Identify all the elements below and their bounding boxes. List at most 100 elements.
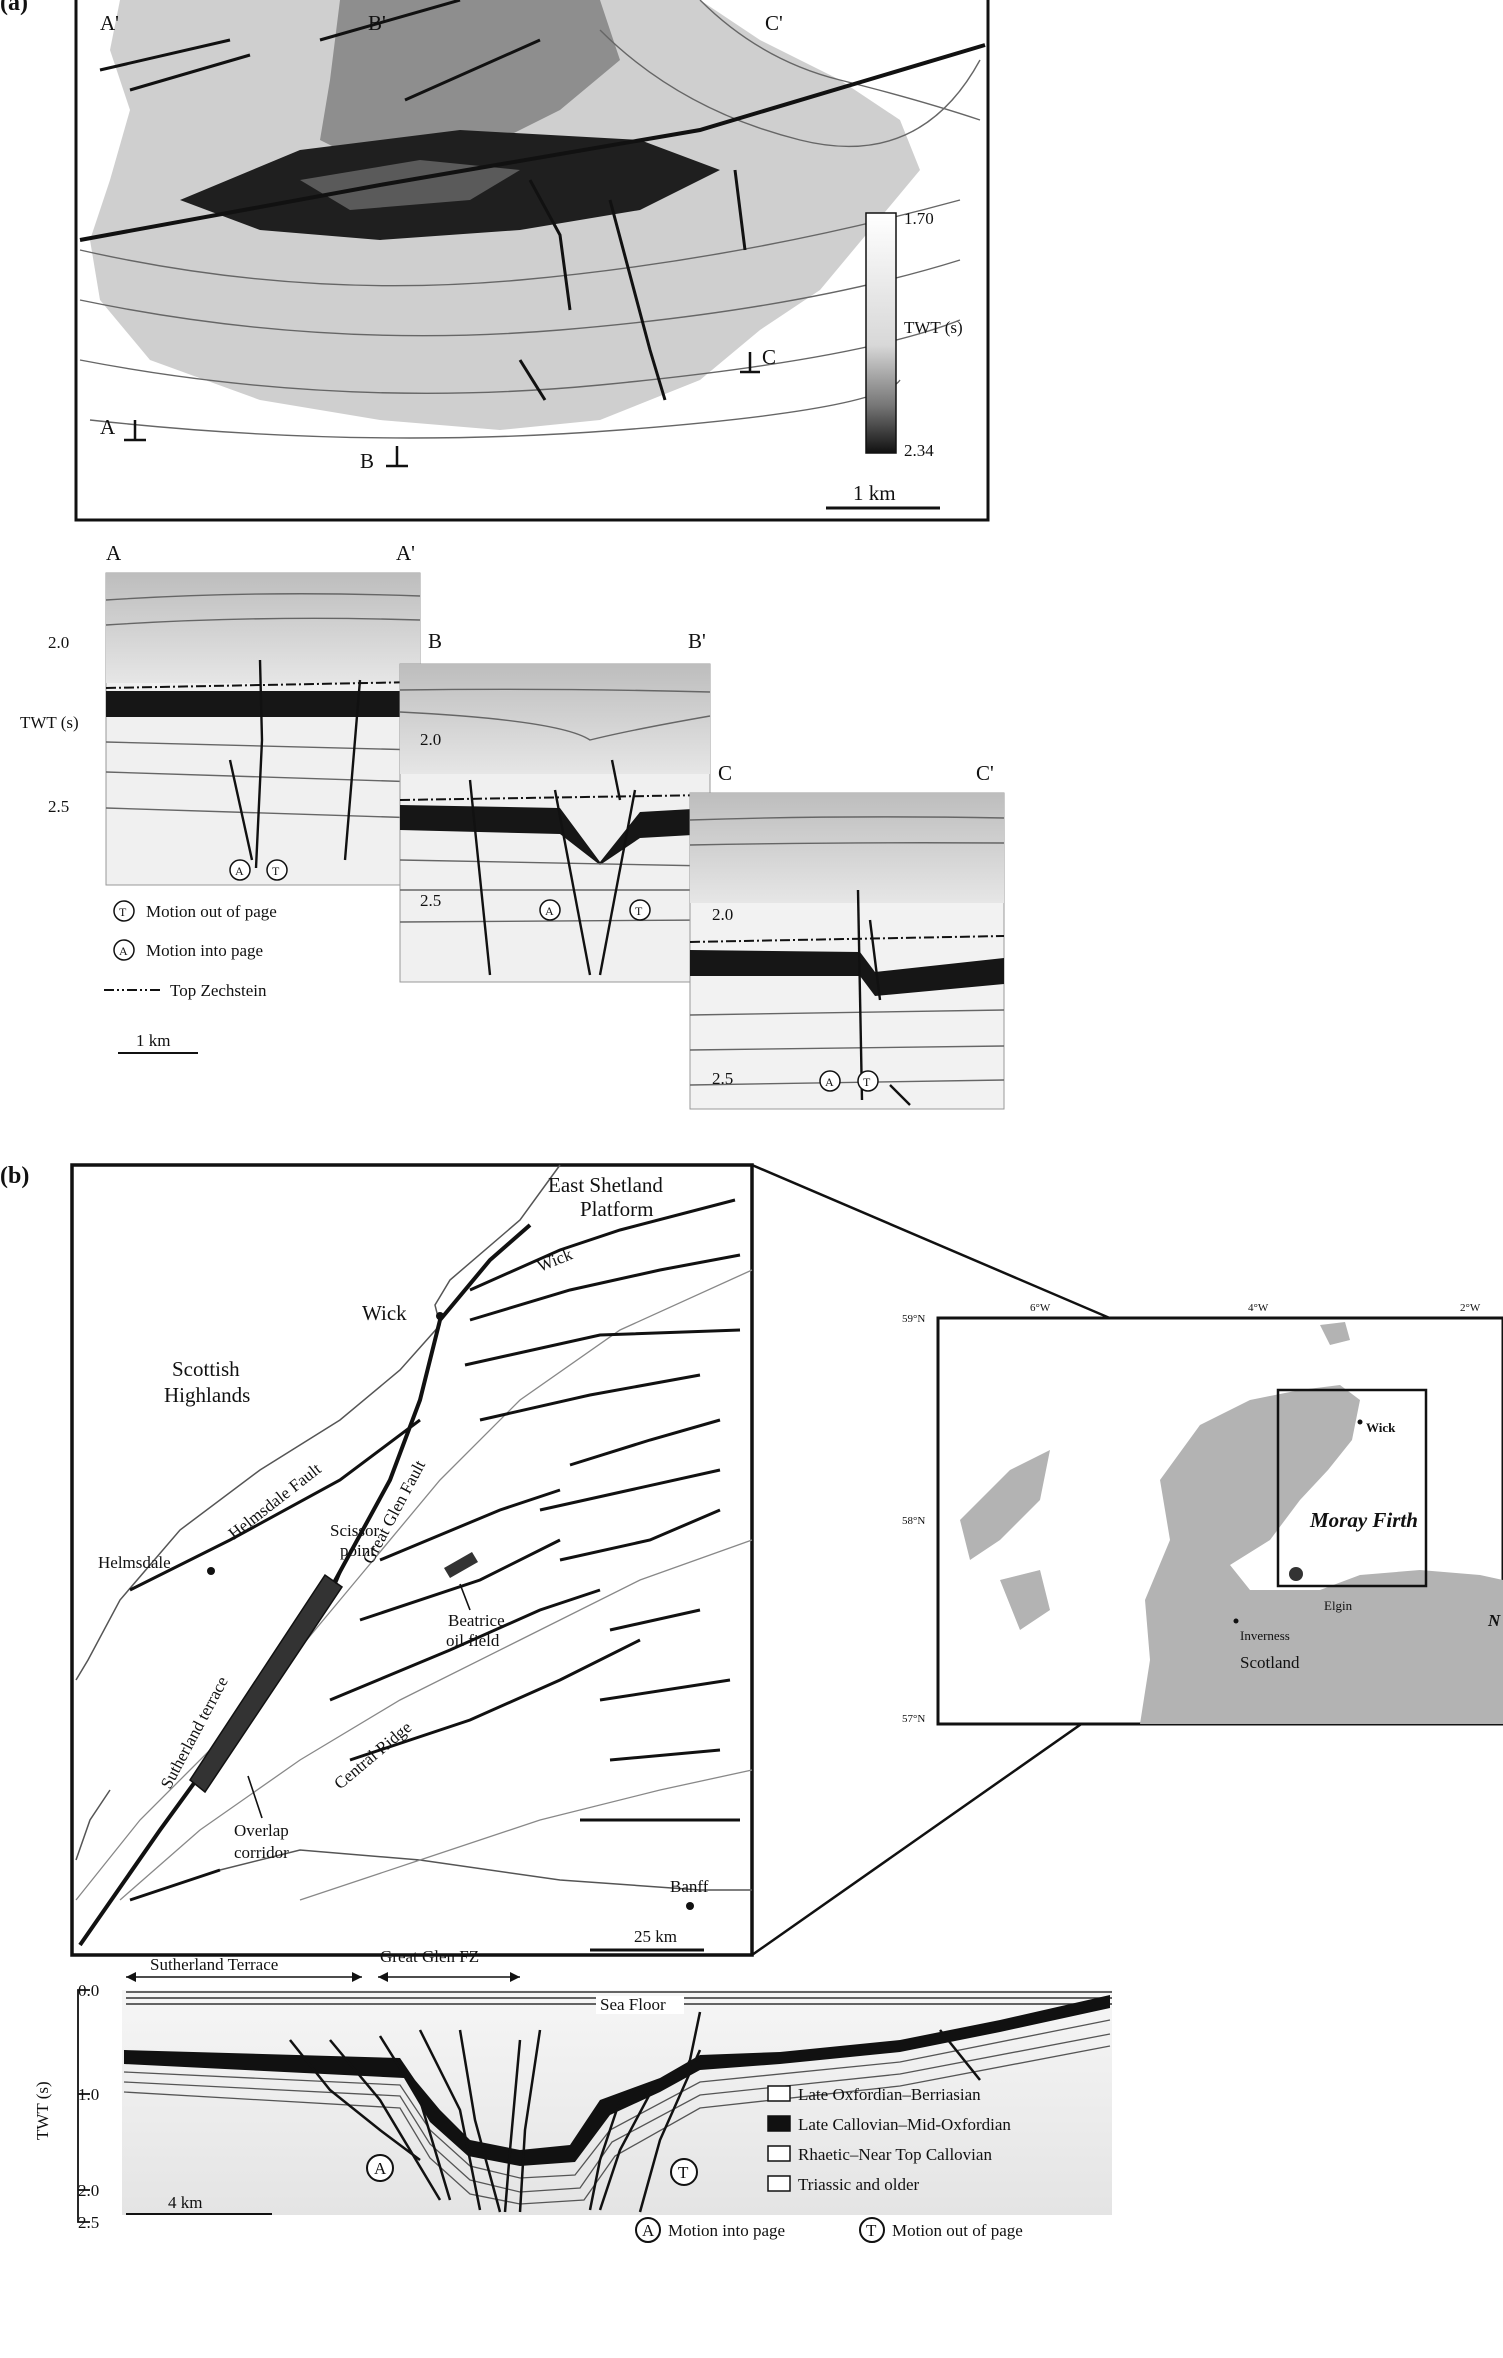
inset-elgin: Elgin [1324,1598,1353,1613]
label-beatrice-1: Beatrice [448,1611,505,1630]
banff-dot [686,1902,694,1910]
label-wick-town: Wick [362,1301,407,1325]
svg-text:4°W: 4°W [1248,1302,1269,1314]
panel-a-map: A' B' C' A B C 1.70 TWT (s) 2.34 1 km [74,0,990,522]
scotland-land [1140,1385,1503,1724]
svg-text:6°W: 6°W [1030,1302,1051,1314]
scale-mid: TWT (s) [904,318,963,337]
map-label-a: A [100,415,116,439]
legend-motion-in: Motion into page [146,941,263,960]
legend-motion-out-b: Motion out of page [892,2221,1023,2240]
svg-text:59°N: 59°N [902,1313,925,1325]
marker-a [124,420,146,442]
panel-a-label: (a) [0,0,28,16]
svg-text:A: A [642,2221,655,2240]
inset-moray-firth: Moray Firth [1309,1508,1418,1532]
map-label-b-prime: B' [368,11,386,35]
section-symbol-a [366,2154,394,2182]
legend-late-oxfordian: Late Oxfordian–Berriasian [798,2085,981,2104]
label-scissor-1: Scissor [330,1521,379,1540]
scale-top: 1.70 [904,209,934,228]
panel-a-legend: T Motion out of page A Motion into page … [104,900,277,1054]
map-b-scale: 25 km [634,1927,677,1946]
svg-text:57°N: 57°N [902,1713,925,1725]
main-map-frame [70,1163,754,1957]
panel-b-legend: Late Oxfordian–Berriasian Late Callovian… [635,2085,1023,2243]
scale-bottom: 2.34 [904,441,934,460]
panel-b-label: (b) [0,1163,29,1189]
map-label-b: B [360,449,374,473]
section-a-left: A [106,541,122,565]
high-surface [320,0,620,170]
section-a-right: A' [396,541,415,565]
section-faults [289,2011,981,2213]
label-scottish-1: Scottish [172,1357,240,1381]
svg-text:T: T [272,864,280,878]
svg-text:N: N [1487,1611,1501,1630]
label-helmsdale: Helmsdale [98,1553,171,1572]
inset-zoom-box [1276,1388,1428,1588]
svg-text:2°W: 2°W [1460,1302,1481,1314]
label-east-shetland-2: Platform [580,1197,654,1221]
main-fault [79,43,986,242]
svg-text:T: T [866,2221,877,2240]
label-great-glen-fz: Great Glen FZ [380,1947,479,1966]
section-aa-top [106,573,420,683]
svg-text:A: A [545,904,554,918]
sec-c-tick-20: 2.0 [712,905,733,924]
label-sutherland-terrace: Sutherland Terrace [150,1955,278,1974]
section-axis-label: TWT (s) [20,713,79,732]
twt-color-scale [865,212,897,454]
tick-00: 0.0 [78,1981,99,2000]
overlap-corridor [188,1573,344,1794]
map-label-c-prime: C' [765,11,783,35]
tick-25: 2.5 [78,2213,99,2232]
section-symbol-t [670,2158,698,2186]
svg-text:T: T [863,1075,871,1089]
panel-a-sections: A A' 2.0 2.5 TWT (s) A T B B' 2.0 2.5 A … [20,541,1005,1110]
svg-text:A: A [825,1075,834,1089]
section-bb-top [400,664,710,774]
section-aa-black [106,691,420,717]
legend-scale: 1 km [136,1031,170,1050]
sec-a-tick-25: 2.5 [48,797,69,816]
sec-a-tick-20: 2.0 [48,633,69,652]
section-c-left: C [718,761,732,785]
svg-text:T: T [678,2163,689,2182]
label-banff: Banff [670,1877,709,1896]
panel-b-map: East Shetland Platform Wick Wick Scottis… [70,1163,754,1957]
marker-c [740,352,760,374]
section-cc-top [690,793,1004,903]
tick-20: 2.0 [78,2181,99,2200]
tick-10: 1.0 [78,2085,99,2104]
section-axis [77,1989,90,2223]
section-b-right: B' [688,629,706,653]
sec-b-tick-25: 2.5 [420,891,441,910]
label-east-shetland-1: East Shetland [548,1173,663,1197]
legend-t-symbol [113,900,135,922]
section-b-left: B [428,629,442,653]
trough-core [300,160,520,210]
svg-text:T: T [635,904,643,918]
sec-b-tick-20: 2.0 [420,730,441,749]
inset-map: 6°W 4°W 2°W 59°N 58°N 57°N Wick Moray Fi… [902,1302,1503,1726]
sec-c-tick-25: 2.5 [712,1069,733,1088]
beatrice-field [444,1552,478,1578]
inset-wick: Wick [1366,1420,1396,1435]
legend-rhaetic: Rhaetic–Near Top Callovian [798,2145,992,2164]
label-overlap-2: corridor [234,1843,289,1862]
label-beatrice-2: oil field [446,1631,500,1650]
coastline [75,1164,561,1681]
label-scissor-2: point [340,1541,375,1560]
svg-text:A: A [374,2159,387,2178]
map-faults [99,0,747,401]
svg-text:A: A [119,944,128,958]
legend-a-symbol [113,939,135,961]
legend-zechstein: Top Zechstein [170,981,267,1000]
legend-triassic: Triassic and older [798,2175,920,2194]
helmsdale-fault [129,1418,421,1592]
svg-text:T: T [119,905,127,919]
map-scale-text: 1 km [853,481,896,505]
marker-b [386,446,408,468]
